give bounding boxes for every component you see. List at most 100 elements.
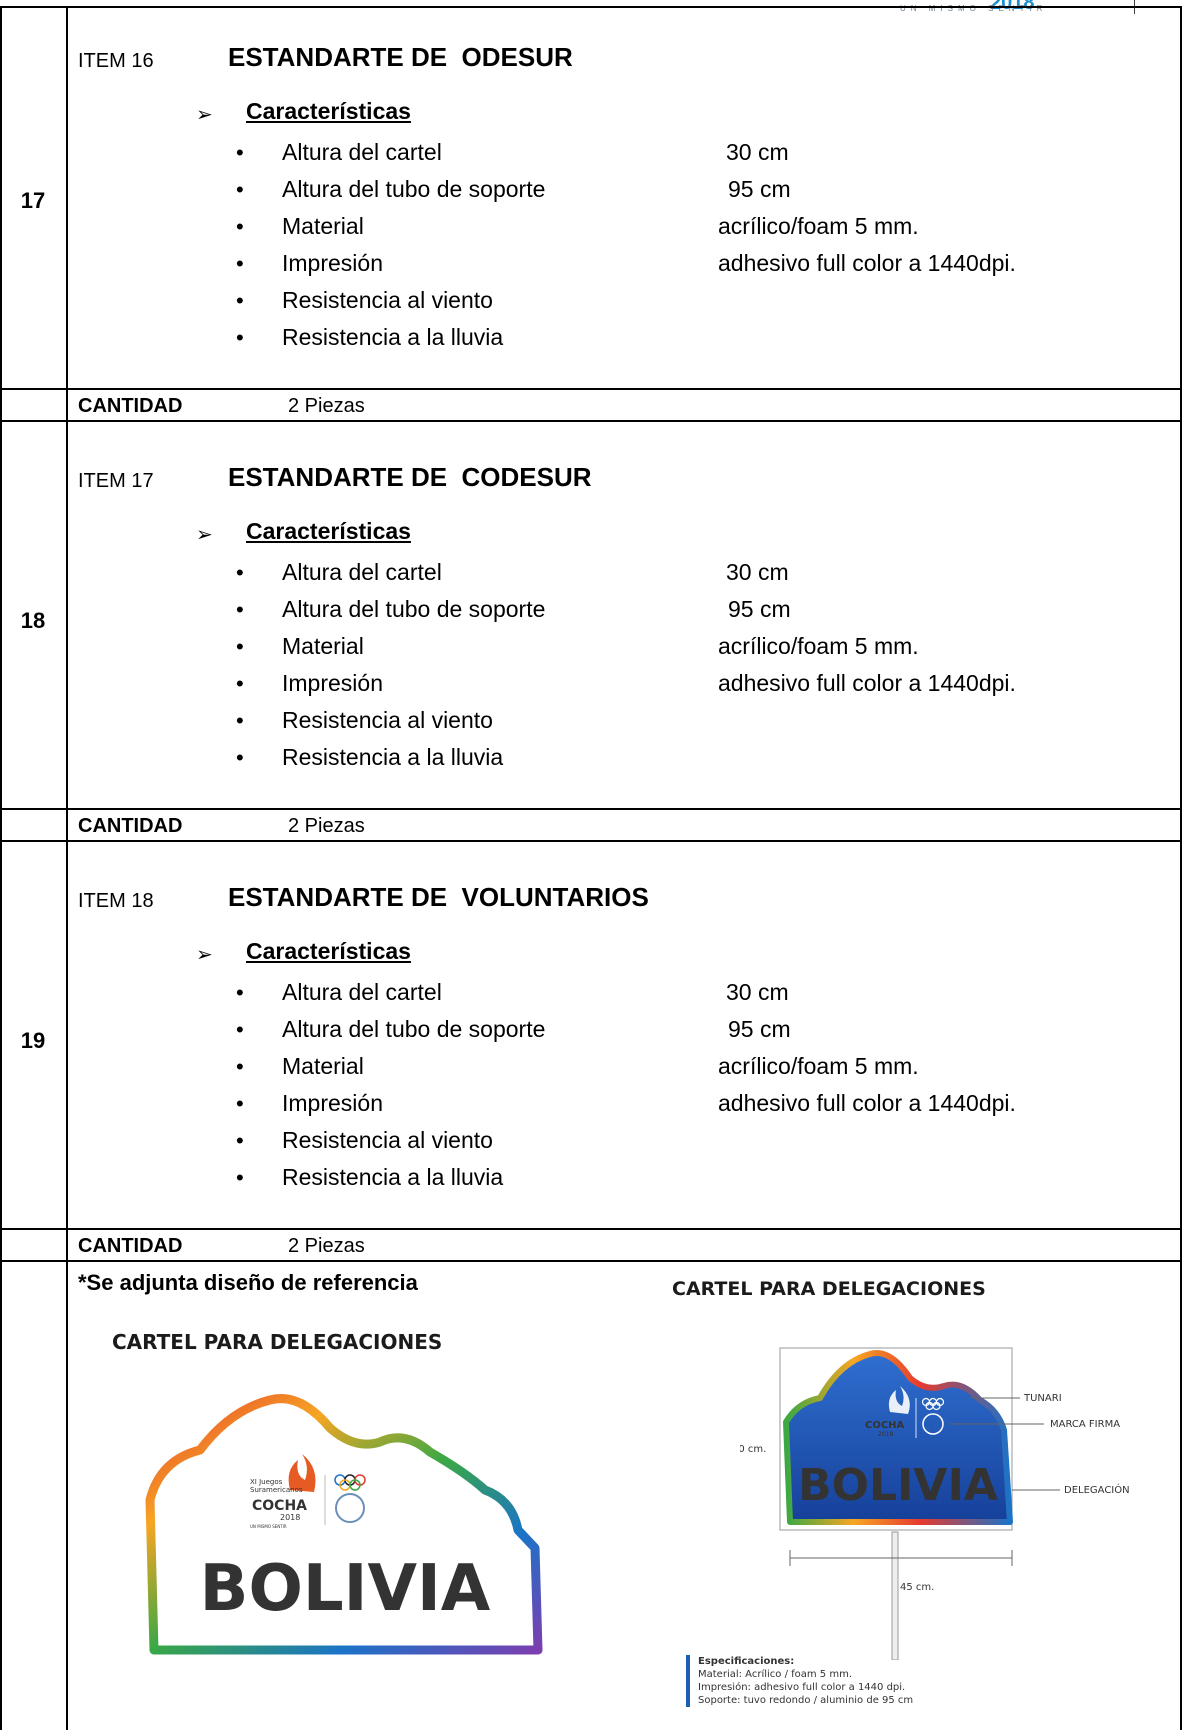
width-label: 45 cm. xyxy=(900,1582,934,1593)
feature-value: 30 cm xyxy=(726,559,789,585)
feature-label: Material xyxy=(282,213,364,239)
bullet-icon: • xyxy=(236,140,244,165)
bullet-icon: • xyxy=(236,597,244,622)
item-title: ESTANDARTE DE CODESUR xyxy=(228,462,592,492)
right-poster-diagram: COCHA 2018 BOLIVIA 30 cm. 45 cm. TUNARI … xyxy=(740,1347,1130,1660)
row-number: 18 xyxy=(20,608,46,633)
table-border-right xyxy=(1180,6,1182,1730)
row-divider xyxy=(0,808,1182,810)
feature-label: Resistencia al viento xyxy=(282,287,493,313)
specs-line: Material: Acrílico / foam 5 mm. xyxy=(698,1669,853,1680)
bullet-icon: • xyxy=(236,1128,244,1153)
right-poster-logo: COCHA 2018 xyxy=(865,1386,945,1438)
feature-value: 30 cm xyxy=(726,139,789,165)
feature-item: • Resistencia a la lluvia xyxy=(236,739,1136,776)
feature-value: adhesivo full color a 1440dpi. xyxy=(718,250,1016,276)
spec-table xyxy=(0,6,1182,1730)
bullet-icon: • xyxy=(236,1054,244,1079)
globe-icon xyxy=(922,1413,944,1435)
item-code: ITEM 17 xyxy=(78,470,154,492)
bullet-icon: • xyxy=(236,214,244,239)
quantity-value: 2 Piezas xyxy=(288,1235,365,1257)
right-logo-year: 2018 xyxy=(878,1431,893,1438)
features-list: • Altura del cartel 30 cm •Altura del tubo… xyxy=(236,974,1136,1196)
quantity-value: 2 Piezas xyxy=(288,395,365,417)
table-column-divider xyxy=(66,6,68,1730)
feature-value: 95 cm xyxy=(728,1016,791,1042)
feature-item: • Altura del tubo de soporte 95 cm xyxy=(236,591,1136,628)
feature-label: Resistencia a la lluvia xyxy=(282,744,504,770)
bullet-icon: • xyxy=(236,980,244,1005)
left-poster-logo: XI Juegos Suramericanos COCHA 2018 UN MI… xyxy=(250,1454,366,1529)
bullet-icon: • xyxy=(236,1091,244,1116)
feature-item: • Resistencia al viento xyxy=(236,702,1136,739)
feature-value: 30 cm xyxy=(726,979,789,1005)
feature-item: •Resistencia a la lluvia xyxy=(236,1159,1136,1196)
feature-label: Resistencia al viento xyxy=(282,707,493,733)
row-number: 17 xyxy=(20,188,46,213)
feature-label: Impresión xyxy=(282,1090,383,1116)
left-poster-sign: XI Juegos Suramericanos COCHA 2018 UN MI… xyxy=(145,1394,543,1655)
feature-item: • Altura del cartel 30 cm xyxy=(236,134,1136,171)
olympic-rings-icon xyxy=(921,1397,945,1411)
feature-value: acrílico/foam 5 mm. xyxy=(718,633,919,659)
feature-label: Altura del cartel xyxy=(282,559,442,585)
bullet-icon: • xyxy=(236,1017,244,1042)
features-heading: Características xyxy=(246,938,411,964)
bullet-icon: • xyxy=(236,634,244,659)
feature-item: • Altura del cartel 30 cm xyxy=(236,974,1136,1011)
support-pole xyxy=(891,1531,899,1660)
item-code: ITEM 16 xyxy=(78,50,154,72)
features-heading: Características xyxy=(246,518,411,544)
bullet-icon: • xyxy=(236,177,244,202)
specs-line: Impresión: adhesivo full color a 1440 dp… xyxy=(698,1682,906,1693)
feature-value: acrílico/foam 5 mm. xyxy=(718,1053,919,1079)
item-code: ITEM 18 xyxy=(78,890,154,912)
left-logo-line1: XI Juegos xyxy=(250,1478,283,1486)
row-divider xyxy=(0,1260,1182,1262)
bullet-icon: • xyxy=(236,325,244,350)
item-title: ESTANDARTE DE VOLUNTARIOS xyxy=(228,882,649,912)
quantity-label: CANTIDAD xyxy=(78,395,183,417)
left-logo-line2: Suramericanos xyxy=(250,1486,303,1494)
feature-label: Impresión xyxy=(282,250,383,276)
feature-value: 95 cm xyxy=(728,596,791,622)
arrow-bullet-icon: ➢ xyxy=(196,524,213,546)
feature-label: Altura del cartel xyxy=(282,139,442,165)
feature-value: adhesivo full color a 1440dpi. xyxy=(718,670,1016,696)
arrow-bullet-icon: ➢ xyxy=(196,944,213,966)
right-poster-title: CARTEL PARA DELEGACIONES xyxy=(672,1278,986,1300)
bullet-icon: • xyxy=(236,708,244,733)
left-logo-year: 2018 xyxy=(280,1513,300,1522)
left-logo-brand: COCHA xyxy=(252,1498,307,1514)
item-title: ESTANDARTE DE ODESUR xyxy=(228,42,573,72)
feature-item: •Resistencia al viento xyxy=(236,282,1136,319)
feature-item: •Resistencia a la lluvia xyxy=(236,319,1136,356)
arrow-bullet-icon: ➢ xyxy=(196,104,213,126)
specs-line: Soporte: tuvo redondo / aluminio de 95 c… xyxy=(698,1695,914,1706)
feature-label: Altura del cartel xyxy=(282,979,442,1005)
row-divider xyxy=(0,1228,1182,1230)
bullet-icon: • xyxy=(236,745,244,770)
callout-marca-firma: MARCA FIRMA xyxy=(1050,1419,1120,1430)
left-poster-title: CARTEL PARA DELEGACIONES xyxy=(112,1330,443,1354)
globe-icon xyxy=(335,1493,365,1523)
header-slogan: UN MISMO SENTIR xyxy=(900,4,1048,13)
row-number: 19 xyxy=(20,1028,46,1053)
feature-label: Resistencia al viento xyxy=(282,1127,493,1153)
bullet-icon: • xyxy=(236,251,244,276)
quantity-value: 2 Piezas xyxy=(288,815,365,837)
reference-note: *Se adjunta diseño de referencia xyxy=(78,1270,418,1295)
left-logo-slogan: UN MISMO SENTIR xyxy=(250,1524,287,1529)
feature-label: Resistencia a la lluvia xyxy=(282,1164,504,1190)
feature-label: Altura del tubo de soporte xyxy=(282,596,546,622)
right-logo-brand: COCHA xyxy=(865,1420,905,1431)
